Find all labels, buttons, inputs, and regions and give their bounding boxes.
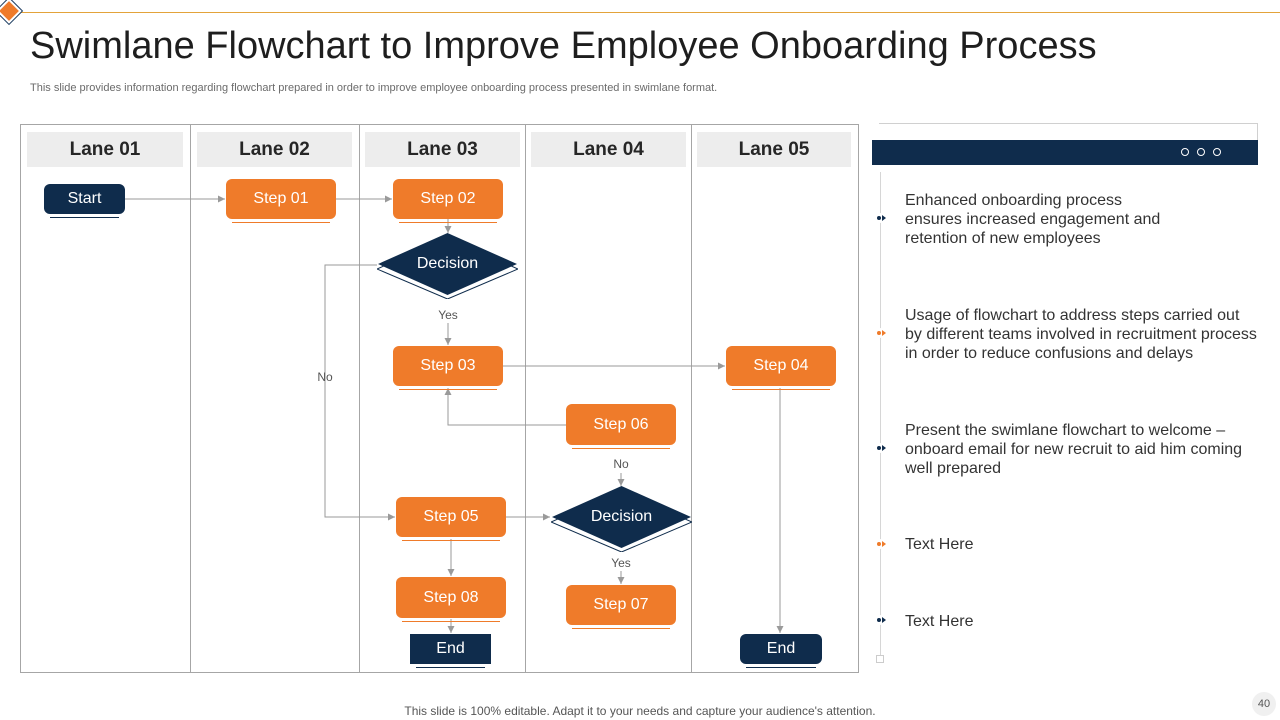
bullet-arrow-icon bbox=[876, 615, 886, 625]
step-08-node: Step 08 bbox=[396, 577, 506, 622]
point-text-4: Text Here bbox=[905, 536, 974, 553]
lane-divider bbox=[190, 124, 191, 673]
step-06-node: Step 06 bbox=[566, 404, 676, 449]
swimlane-diagram bbox=[20, 124, 859, 673]
bullet-arrow-icon bbox=[876, 328, 886, 338]
lane-header-2: Lane 02 bbox=[197, 132, 352, 167]
decision-node-1: Decision bbox=[377, 233, 518, 299]
point-text-3: Present the swimlane flowchart to welcom… bbox=[905, 422, 1243, 477]
lane-header-4: Lane 04 bbox=[531, 132, 686, 167]
step-02-node: Step 02 bbox=[393, 179, 503, 223]
footer-note: This slide is 100% editable. Adapt it to… bbox=[404, 704, 876, 718]
top-rule bbox=[14, 12, 1280, 13]
end-node-1: End bbox=[410, 634, 491, 668]
connector-step06-step03 bbox=[444, 388, 566, 426]
decision-diamond-shape bbox=[377, 233, 518, 299]
decision-node-2: Decision bbox=[551, 486, 692, 552]
lane-divider bbox=[691, 124, 692, 673]
panel-header-bar bbox=[872, 140, 1258, 165]
timeline-end-marker bbox=[876, 655, 884, 663]
start-node: Start bbox=[44, 184, 125, 218]
panel-top-border bbox=[879, 123, 1258, 124]
end-node-2: End bbox=[740, 634, 822, 668]
dot-icon bbox=[1181, 148, 1189, 156]
page-subtitle: This slide provides information regardin… bbox=[30, 82, 718, 94]
lane-divider bbox=[359, 124, 360, 673]
step-07-node: Step 07 bbox=[566, 585, 676, 629]
edge-label-no-2: No bbox=[613, 457, 629, 471]
panel-top-border bbox=[1257, 123, 1258, 140]
connector-decision-no bbox=[324, 264, 395, 521]
dot-icon bbox=[1213, 148, 1221, 156]
step-01-node: Step 01 bbox=[226, 179, 336, 223]
lane-header-1: Lane 01 bbox=[27, 132, 183, 167]
lane-header-5: Lane 05 bbox=[697, 132, 851, 167]
decision-label-2: Decision bbox=[590, 508, 653, 525]
lane-header-3: Lane 03 bbox=[365, 132, 520, 167]
edge-label-yes-1: Yes bbox=[438, 308, 458, 322]
bullet-arrow-icon bbox=[876, 213, 886, 223]
step-04-node: Step 04 bbox=[726, 346, 836, 390]
edge-label-yes-2: Yes bbox=[611, 556, 631, 570]
timeline-line bbox=[880, 172, 881, 656]
bullet-arrow-icon bbox=[876, 443, 886, 453]
point-text-2: Usage of flowchart to address steps carr… bbox=[905, 307, 1257, 362]
dot-icon bbox=[1197, 148, 1205, 156]
page-title: Swimlane Flowchart to Improve Employee O… bbox=[30, 25, 1097, 67]
edge-label-no-1: No bbox=[317, 370, 333, 384]
decision-label-1: Decision bbox=[416, 255, 479, 272]
lane-divider bbox=[525, 124, 526, 673]
decision-diamond-shape bbox=[551, 486, 692, 552]
point-text-1: Enhanced onboarding process ensures incr… bbox=[905, 192, 1161, 247]
step-05-node: Step 05 bbox=[396, 497, 506, 541]
bullet-arrow-icon bbox=[876, 539, 886, 549]
page-number: 40 bbox=[1252, 692, 1276, 716]
point-text-5: Text Here bbox=[905, 613, 974, 630]
step-03-node: Step 03 bbox=[393, 346, 503, 390]
